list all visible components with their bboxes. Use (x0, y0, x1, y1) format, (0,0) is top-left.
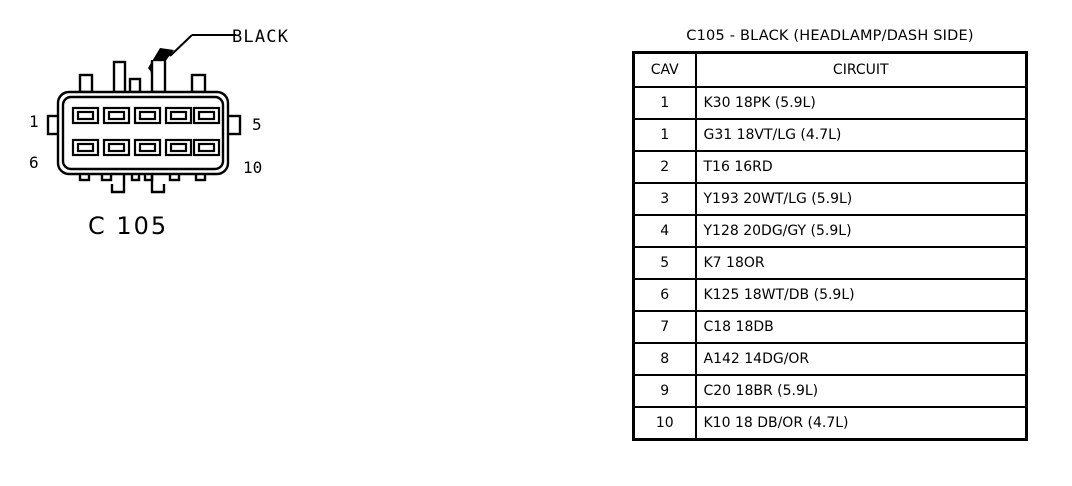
cell-circuit: K7 18OR (694, 246, 1028, 280)
connector-caption: C 105 (88, 212, 169, 240)
cell-circuit: G31 18VT/LG (4.7L) (694, 118, 1028, 152)
pinout-table-title: C105 - BLACK (HEADLAMP/DASH SIDE) (686, 28, 974, 44)
cell-circuit: T16 16RD (694, 150, 1028, 184)
cell-cav: 6 (632, 278, 697, 312)
pin-number-5: 5 (252, 115, 262, 134)
table-header-row: CAV CIRCUIT (632, 51, 1028, 88)
cell-cav: 8 (632, 342, 697, 376)
cell-cav: 10 (632, 406, 697, 441)
connector-color-callout-label: BLACK (232, 27, 290, 47)
cell-cav: 7 (632, 310, 697, 344)
pin-number-6: 6 (29, 153, 39, 172)
cell-circuit: A142 14DG/OR (694, 342, 1028, 376)
pinout-table-block: C105 - BLACK (HEADLAMP/DASH SIDE) CAV CI… (632, 28, 1028, 441)
cell-cav: 1 (632, 118, 697, 152)
connector-body-icon (46, 60, 242, 194)
cell-circuit: K30 18PK (5.9L) (694, 86, 1028, 120)
cell-circuit: K125 18WT/DB (5.9L) (694, 278, 1028, 312)
cell-cav: 5 (632, 246, 697, 280)
cell-cav: 4 (632, 214, 697, 248)
cell-cav: 9 (632, 374, 697, 408)
column-header-circuit: CIRCUIT (694, 51, 1028, 88)
pin-number-10: 10 (243, 158, 263, 177)
pin-number-1: 1 (29, 112, 39, 131)
connector-figure: BLACK (0, 0, 420, 486)
cell-cav: 1 (632, 86, 697, 120)
cell-circuit: K10 18 DB/OR (4.7L) (694, 406, 1028, 441)
cell-circuit: C20 18BR (5.9L) (694, 374, 1028, 408)
cell-circuit: Y193 20WT/LG (5.9L) (694, 182, 1028, 216)
column-header-cav: CAV (632, 51, 697, 88)
cell-cav: 3 (632, 182, 697, 216)
cell-circuit: Y128 20DG/GY (5.9L) (694, 214, 1028, 248)
cell-cav: 2 (632, 150, 697, 184)
cell-circuit: C18 18DB (694, 310, 1028, 344)
